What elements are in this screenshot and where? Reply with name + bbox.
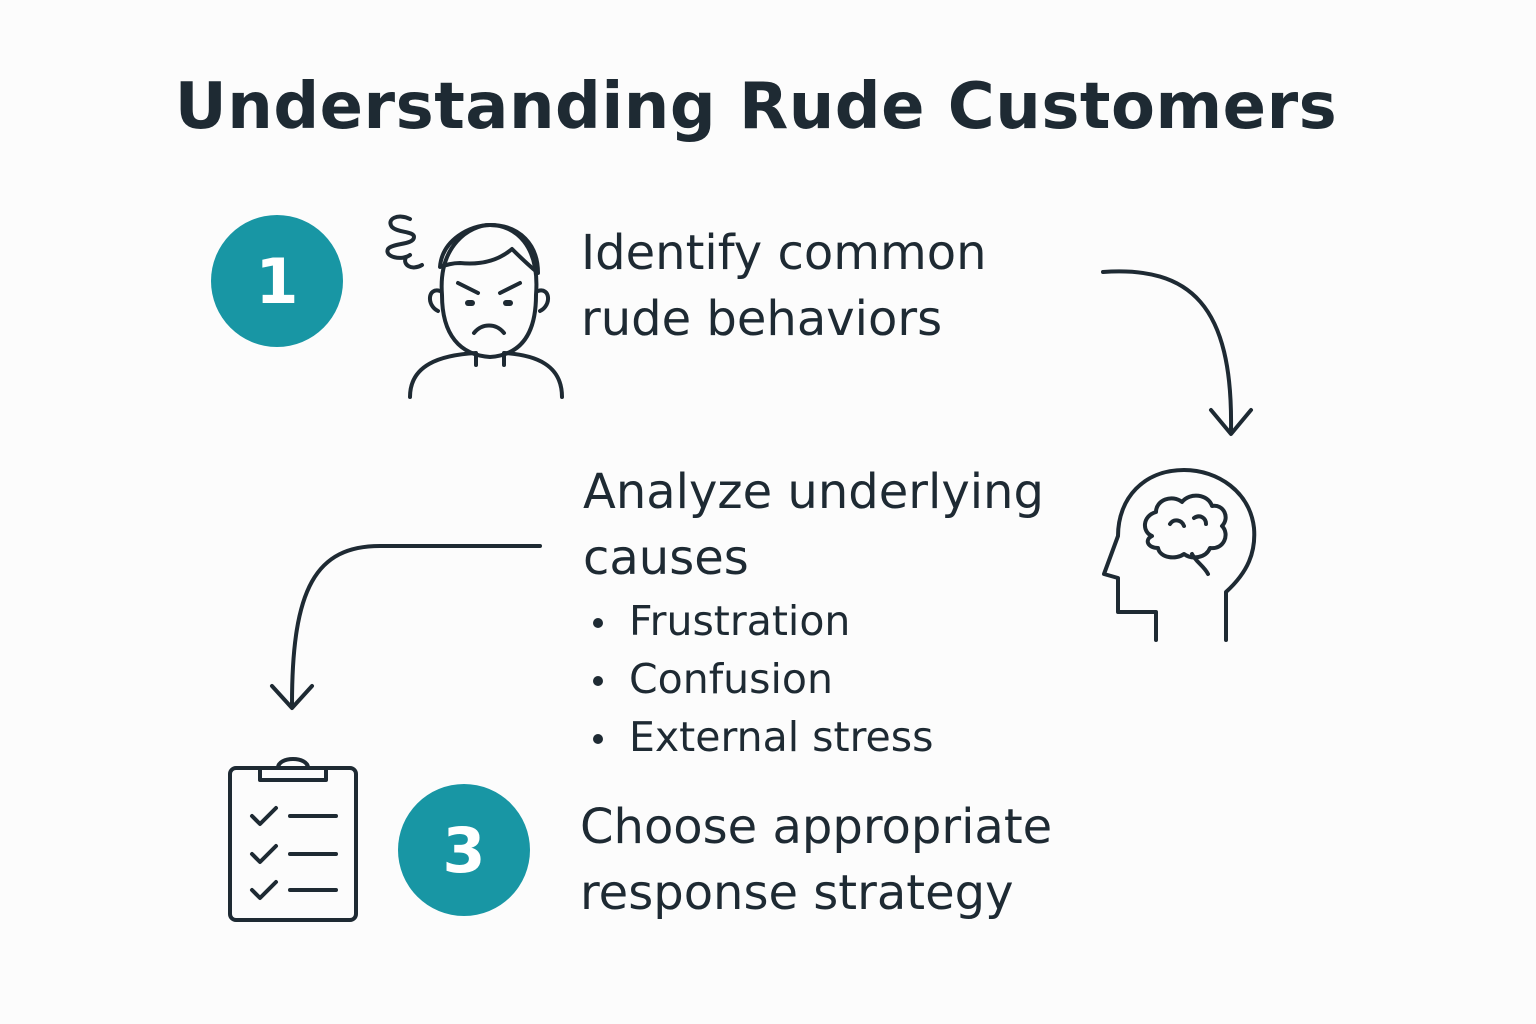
step-3-badge: 3 [398,784,530,916]
arrow-step2-to-step3 [270,544,542,710]
step-2-line-2: causes [583,530,749,586]
page-title: Understanding Rude Customers [174,70,1338,144]
cause-item: External stress [584,708,933,766]
causes-list: Frustration Confusion External stress [584,592,933,766]
clipboard-checklist-icon [228,757,358,922]
step-2-line-1: Analyze underlying [583,464,1044,520]
step-2-text: Analyze underlying causes [583,459,1044,591]
step-1-text: Identify common rude behaviors [581,220,987,352]
step-1-line-1: Identify common [581,225,987,281]
step-1-line-2: rude behaviors [581,291,943,347]
head-brain-icon [1102,468,1257,642]
angry-person-icon [385,214,564,399]
cause-item: Frustration [584,592,933,650]
step-3-line-1: Choose appropriate [580,799,1053,855]
step-3-text: Choose appropriate response strategy [580,794,1052,926]
step-3-line-2: response strategy [580,865,1014,921]
step-1-badge: 1 [211,215,343,347]
step-1-number: 1 [255,244,299,318]
arrow-step1-to-step2 [1101,269,1253,436]
cause-item: Confusion [584,650,933,708]
step-3-number: 3 [442,813,486,887]
